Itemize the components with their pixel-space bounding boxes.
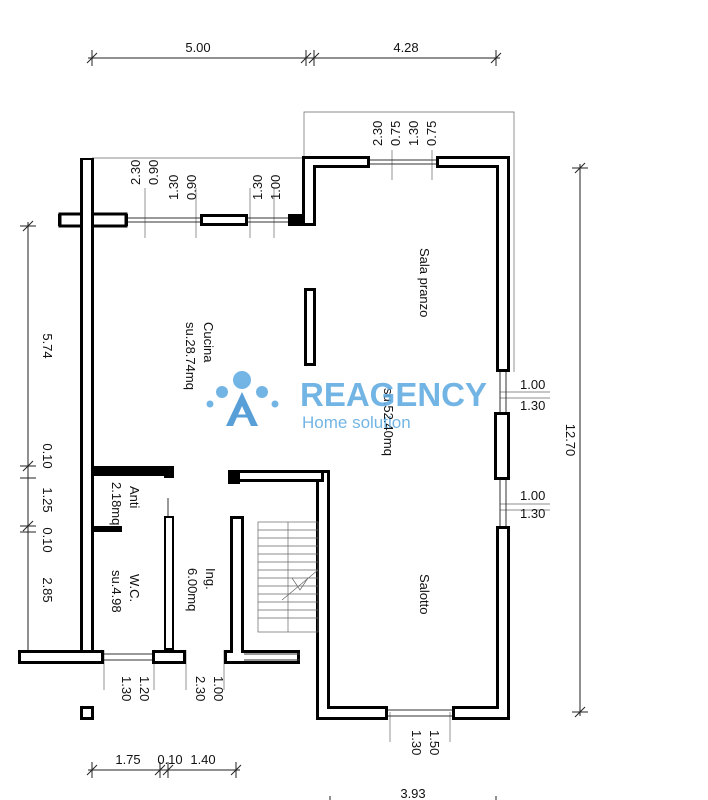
- living-win-b: 1.30: [409, 730, 424, 755]
- dim-bottom-2: 0.10: [157, 752, 182, 767]
- logo-mark-icon: [206, 371, 279, 426]
- dim-left-small-3: 0.10: [40, 527, 55, 552]
- dining-win-c: 1.30: [406, 121, 421, 146]
- room-anti-area: 2.18mq: [109, 482, 124, 525]
- room-anti-name: Anti: [127, 486, 142, 509]
- dim-bottom-total: 3.93: [400, 786, 425, 800]
- dim-bottom-3: 1.40: [190, 752, 215, 767]
- logo-brand: REAGENCY: [300, 376, 487, 413]
- dining-win-d: 0.75: [424, 121, 439, 146]
- room-sala-pranzo-name: Sala pranzo: [417, 248, 432, 317]
- room-sala-area: su.52.40mq: [381, 388, 396, 456]
- room-labels: Cucina su.28.74mq Sala pranzo su.52.40mq…: [109, 248, 432, 614]
- dim-top-right: 4.28: [393, 40, 418, 55]
- dim-top-left: 5.00: [185, 40, 210, 55]
- room-ing-area: 6.00mq: [185, 568, 200, 611]
- dim-left-small-1: 0.10: [40, 443, 55, 468]
- reagency-logo: REAGENCY Home solution: [206, 371, 487, 432]
- kitchen-win-1-b: 0.90: [146, 160, 161, 185]
- opening-extension-lines: [92, 111, 550, 742]
- dim-right-total: 12.70: [563, 424, 578, 457]
- dim-bottom-1: 1.75: [115, 752, 140, 767]
- room-wc-area: su.4.98: [109, 570, 124, 613]
- dim-left-small-2: 1.25: [40, 487, 55, 512]
- dining-win-a: 2.30: [370, 121, 385, 146]
- walls: [18, 156, 510, 720]
- right-win-lower-a: 1.00: [520, 488, 545, 503]
- right-dimension: 12.70: [563, 162, 588, 718]
- room-cucina-area: su.28.74mq: [183, 322, 198, 390]
- kitchen-win-1-d: 0.90: [184, 175, 199, 200]
- left-dimension: 5.74 0.10 1.25 0.10 2.85: [20, 220, 55, 664]
- right-win-upper-a: 1.00: [520, 377, 545, 392]
- right-win-lower-b: 1.30: [520, 506, 545, 521]
- room-ing-name: Ing.: [203, 568, 218, 590]
- room-salotto-name: Salotto: [417, 574, 432, 614]
- bottom-dimension: 1.75 0.10 1.40 3.93: [86, 752, 497, 800]
- opening-labels: 2.30 0.90 1.30 0.90 1.30 1.00 2.30 0.75 …: [119, 121, 545, 756]
- logo-tagline: Home solution: [302, 413, 411, 432]
- wc-win-b: 1.30: [119, 676, 134, 701]
- right-win-upper-b: 1.30: [520, 398, 545, 413]
- entrance-door-a: 1.00: [211, 676, 226, 701]
- room-cucina-name: Cucina: [201, 322, 216, 363]
- top-dimension: 5.00 4.28: [86, 40, 502, 66]
- kitchen-win-1-a: 2.30: [128, 160, 143, 185]
- kitchen-win-2-b: 1.00: [268, 175, 283, 200]
- room-wc-name: W.C.: [127, 574, 142, 602]
- dining-win-b: 0.75: [388, 121, 403, 146]
- kitchen-win-2-a: 1.30: [250, 175, 265, 200]
- wc-win-a: 1.20: [137, 676, 152, 701]
- kitchen-win-1-c: 1.30: [166, 175, 181, 200]
- windows: [104, 159, 507, 717]
- dim-left-small-4: 2.85: [40, 577, 55, 602]
- entrance-door-b: 2.30: [193, 676, 208, 701]
- living-win-a: 1.50: [427, 730, 442, 755]
- staircase: [257, 521, 319, 633]
- dim-left-main: 5.74: [40, 333, 55, 358]
